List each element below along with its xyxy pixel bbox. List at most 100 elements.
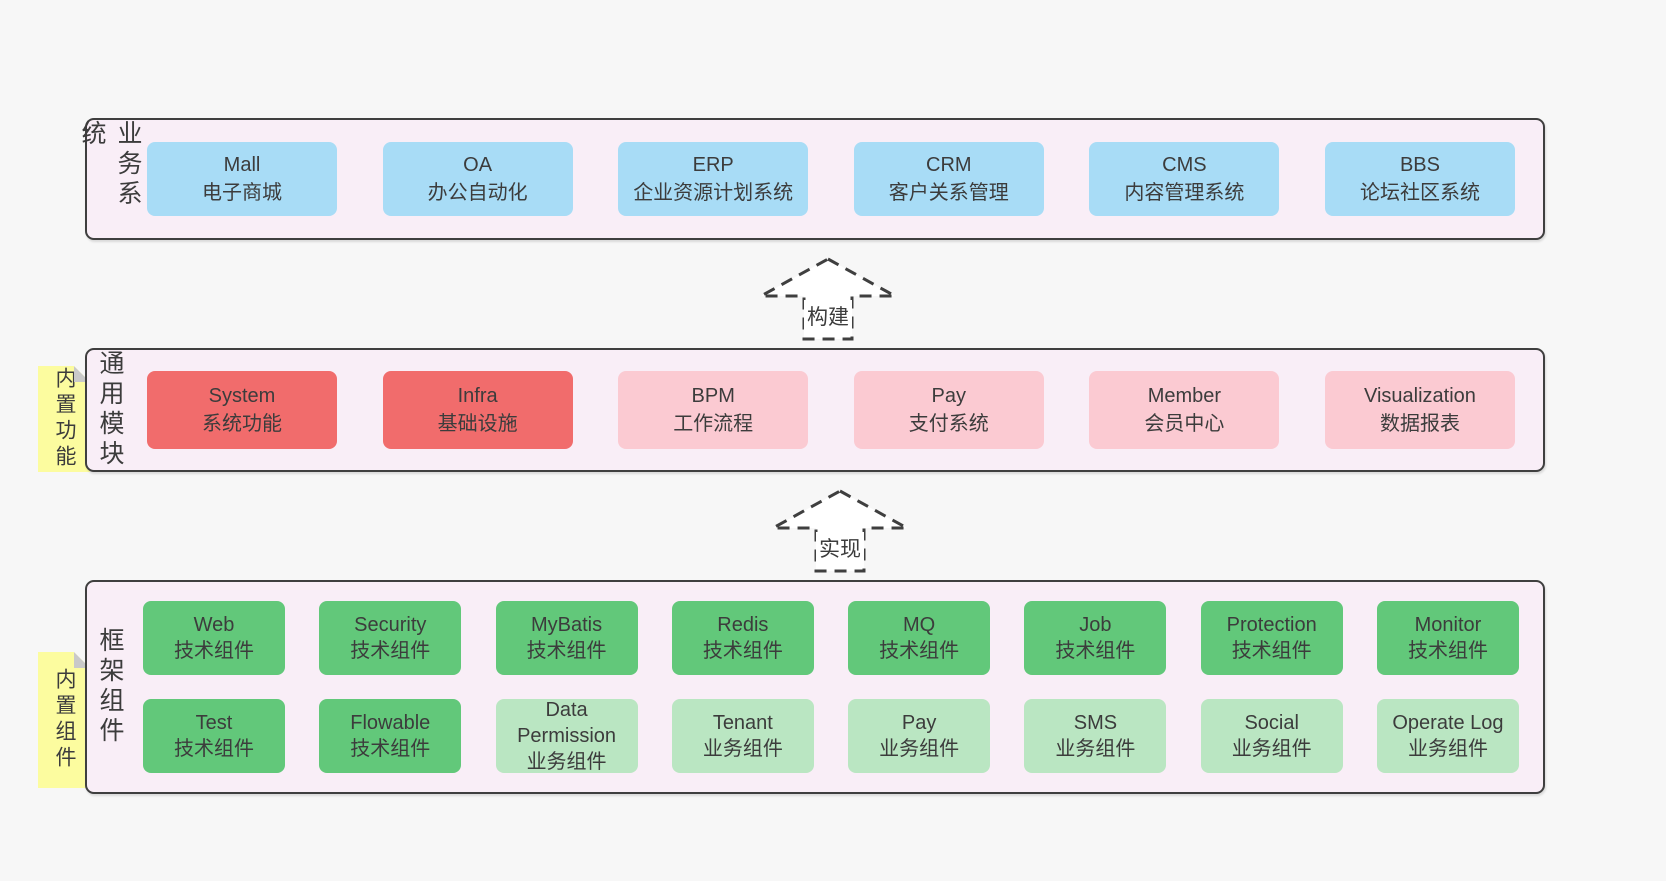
box-title: Infra <box>457 385 498 407</box>
note-built-in-features: 内置功能 <box>38 366 90 472</box>
box-subtitle: 业务组件 <box>1407 738 1488 760</box>
component-box-mq: MQ 技术组件 <box>848 601 991 675</box>
component-boxes: Web 技术组件 Security 技术组件 MyBatis 技术组件 Redi… <box>133 582 1543 792</box>
component-box-test: Test 技术组件 <box>143 699 285 773</box>
box-title: Operate Log <box>1392 712 1504 734</box>
box-subtitle: 内容管理系统 <box>1124 182 1245 204</box>
box-title: OA <box>463 154 493 176</box>
component-box-operate-log: Operate Log 业务组件 <box>1376 699 1519 773</box>
note-built-in-components: 内置组件 <box>38 652 90 788</box>
box-title: BPM <box>691 385 735 407</box>
box-subtitle: 技术组件 <box>1407 640 1488 662</box>
business-box-erp: ERP 企业资源计划系统 <box>618 142 809 216</box>
layer-label-components: 框架组件 <box>96 627 124 747</box>
box-title: MQ <box>903 614 936 636</box>
box-title: Redis <box>717 614 769 636</box>
module-box-infra: Infra 基础设施 <box>382 371 573 449</box>
box-subtitle: 电子商城 <box>202 182 282 204</box>
component-box-mybatis: MyBatis 技术组件 <box>495 601 638 675</box>
box-subtitle: 客户关系管理 <box>888 182 1009 204</box>
box-title: Monitor <box>1414 614 1482 636</box>
box-title: Job <box>1079 614 1112 636</box>
module-box-system: System 系统功能 <box>147 371 337 449</box>
box-title: BBS <box>1399 154 1440 176</box>
business-box-oa: OA 办公自动化 <box>382 142 573 216</box>
box-title: Protection <box>1226 614 1317 636</box>
dashed-up-arrow-build-icon: 构建 <box>760 257 896 341</box>
arrow-build-label: 构建 <box>807 306 849 329</box>
component-box-pay: Pay 业务组件 <box>848 699 991 773</box>
box-title: Mall <box>223 154 261 176</box>
box-subtitle: 技术组件 <box>526 640 607 662</box>
component-row-2: Test 技术组件 Flowable 技术组件 Data Permission … <box>143 699 1519 773</box>
layer-label-modules: 通用模块 <box>96 350 124 470</box>
box-title: Security <box>354 614 427 636</box>
dashed-up-arrow-implement-icon: 实现 <box>772 489 908 573</box>
module-box-pay: Pay 支付系统 <box>853 371 1044 449</box>
box-subtitle: 业务组件 <box>879 738 960 760</box>
box-title: Flowable <box>350 712 431 734</box>
box-subtitle: 技术组件 <box>350 640 431 662</box>
box-subtitle: 企业资源计划系统 <box>633 182 794 204</box>
component-box-redis: Redis 技术组件 <box>671 601 814 675</box>
business-box-mall: Mall 电子商城 <box>147 142 337 216</box>
box-subtitle: 业务组件 <box>1231 738 1312 760</box>
component-box-security: Security 技术组件 <box>319 601 462 675</box>
component-box-protection: Protection 技术组件 <box>1200 601 1343 675</box>
box-title: Visualization <box>1364 385 1476 407</box>
box-subtitle: 技术组件 <box>174 738 254 760</box>
business-box-crm: CRM 客户关系管理 <box>853 142 1044 216</box>
box-subtitle: 业务组件 <box>1055 738 1136 760</box>
box-subtitle: 数据报表 <box>1379 413 1460 435</box>
box-title: Test <box>195 712 233 734</box>
component-box-tenant: Tenant 业务组件 <box>671 699 814 773</box>
box-subtitle: 技术组件 <box>174 640 254 662</box>
module-box-visualization: Visualization 数据报表 <box>1324 371 1515 449</box>
box-subtitle: 业务组件 <box>702 738 783 760</box>
component-box-monitor: Monitor 技术组件 <box>1376 601 1519 675</box>
box-subtitle: 技术组件 <box>1055 640 1136 662</box>
component-box-job: Job 技术组件 <box>1024 601 1167 675</box>
component-box-flowable: Flowable 技术组件 <box>319 699 462 773</box>
box-title: MyBatis <box>531 614 603 636</box>
business-box-bbs: BBS 论坛社区系统 <box>1324 142 1515 216</box>
box-subtitle: 技术组件 <box>1231 640 1312 662</box>
box-title: Social <box>1244 712 1299 734</box>
box-subtitle: 技术组件 <box>702 640 783 662</box>
box-subtitle: 系统功能 <box>202 413 282 435</box>
note-label: 内置功能 <box>53 367 76 471</box>
box-subtitle: 业务组件 <box>526 751 607 773</box>
box-subtitle: 论坛社区系统 <box>1359 182 1480 204</box>
box-title: CRM <box>926 154 972 176</box>
box-subtitle: 基础设施 <box>437 413 518 435</box>
box-subtitle: 技术组件 <box>879 640 960 662</box>
box-title: Data Permission <box>517 699 617 747</box>
box-subtitle: 工作流程 <box>673 413 754 435</box>
component-box-data-permission: Data Permission 业务组件 <box>495 699 638 773</box>
box-subtitle: 会员中心 <box>1144 413 1225 435</box>
box-title: ERP <box>692 154 734 176</box>
box-title: Member <box>1147 385 1222 407</box>
box-title: System <box>208 385 276 407</box>
layer-label-business: 业务系统 <box>78 120 142 210</box>
business-box-cms: CMS 内容管理系统 <box>1089 142 1280 216</box>
box-subtitle: 办公自动化 <box>427 182 528 204</box>
box-title: Web <box>193 614 235 636</box>
box-title: CMS <box>1162 154 1207 176</box>
component-box-social: Social 业务组件 <box>1200 699 1343 773</box>
module-box-bpm: BPM 工作流程 <box>618 371 809 449</box>
layer-framework-components: 框架组件 Web 技术组件 Security 技术组件 MyBatis 技术组件… <box>85 580 1545 794</box>
layer-business-systems: 业务系统 Mall 电子商城 OA 办公自动化 ERP 企业资源计划系统 CRM… <box>78 118 1545 240</box>
box-title: Pay <box>901 712 937 734</box>
component-row-1: Web 技术组件 Security 技术组件 MyBatis 技术组件 Redi… <box>143 601 1519 675</box>
module-box-member: Member 会员中心 <box>1089 371 1280 449</box>
note-label: 内置组件 <box>53 668 76 772</box>
box-subtitle: 技术组件 <box>350 738 431 760</box>
box-title: Tenant <box>712 712 773 734</box>
layer-common-modules: 通用模块 System 系统功能 Infra 基础设施 BPM 工作流程 Pay… <box>85 348 1545 472</box>
arrow-implement-label: 实现 <box>819 538 861 561</box>
box-subtitle: 支付系统 <box>908 413 989 435</box>
module-boxes: System 系统功能 Infra 基础设施 BPM 工作流程 Pay 支付系统… <box>133 350 1543 470</box>
component-box-sms: SMS 业务组件 <box>1024 699 1167 773</box>
box-title: Pay <box>931 385 967 407</box>
